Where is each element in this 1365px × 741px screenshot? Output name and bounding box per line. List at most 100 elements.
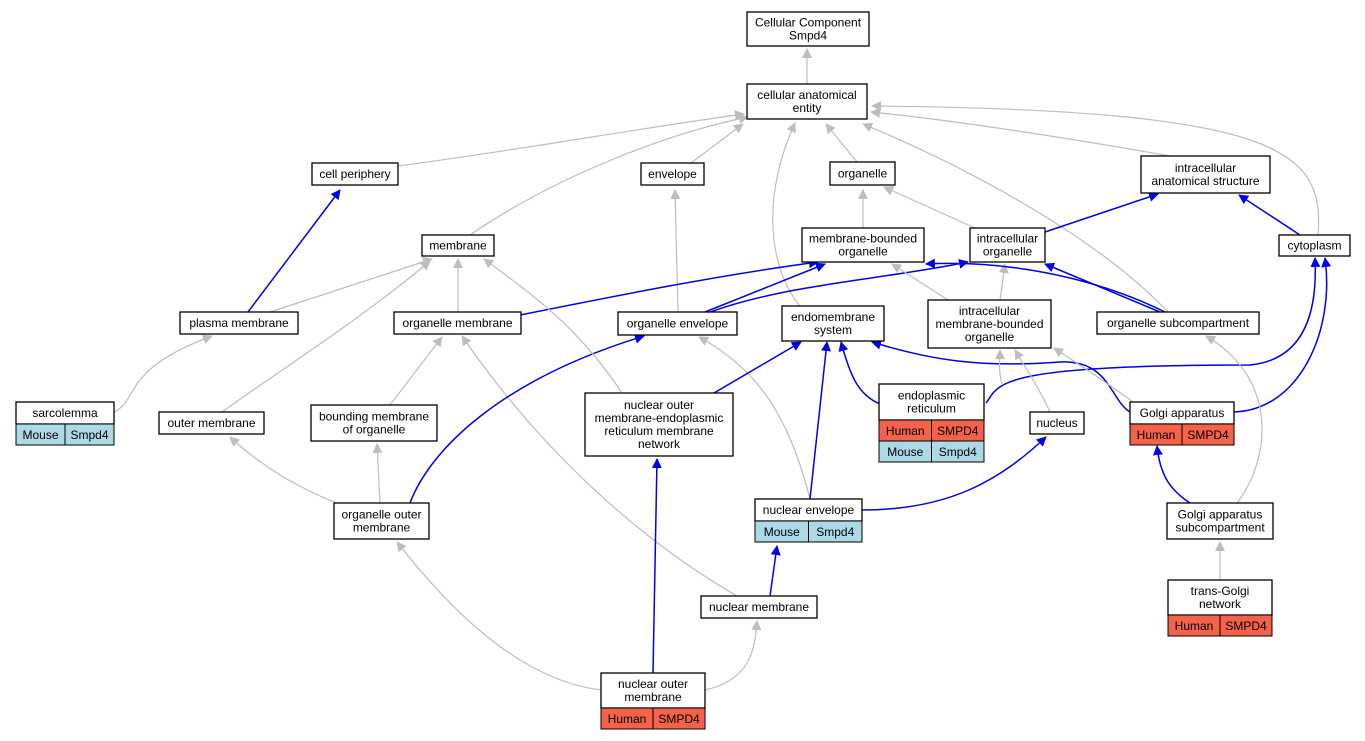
node-box	[617, 311, 738, 336]
node-cp[interactable]: cell periphery	[311, 162, 399, 186]
edge-oe-env	[670, 189, 681, 313]
node-label-line: membrane	[624, 690, 682, 704]
node-box	[179, 311, 299, 335]
edge-osc-mbo	[925, 258, 1166, 313]
gene-label: SMPD4	[1225, 619, 1267, 633]
gene-label: Smpd4	[816, 525, 854, 539]
edge-er-cyto	[985, 257, 1321, 404]
gene-label: SMPD4	[658, 712, 700, 726]
node-cyto[interactable]: cytoplasm	[1278, 234, 1351, 257]
edge-ias-cae	[870, 107, 1171, 157]
node-label-line: network	[638, 437, 681, 451]
node-label-line: organelle outer	[341, 508, 421, 522]
node-box	[746, 11, 870, 47]
node-box	[801, 227, 925, 263]
species-label: Mouse	[22, 428, 58, 442]
node-label-line: nuclear outer	[624, 398, 694, 412]
node-box	[311, 162, 399, 186]
node-osc[interactable]: organelle subcompartment	[1096, 311, 1260, 335]
edge-gas-osc	[1205, 335, 1263, 504]
node-label-line: sarcolemma	[32, 406, 98, 420]
gene-cell	[1219, 614, 1273, 637]
gene-label: Smpd4	[939, 445, 977, 459]
node-box	[1029, 411, 1085, 435]
species-label: Human	[608, 712, 647, 726]
node-label-line: entity	[793, 101, 822, 115]
node-box	[1140, 155, 1271, 194]
edge-ems-cae	[772, 122, 801, 307]
edge-golgi-imbo	[1053, 347, 1134, 403]
edge-oom-outm	[229, 436, 346, 507]
node-label-line: nucleus	[1036, 416, 1077, 430]
node-label-line: endoplasmic	[898, 389, 965, 403]
species-label: Mouse	[887, 445, 923, 459]
node-box	[584, 392, 734, 457]
node-label-line: cellular anatomical	[757, 88, 856, 102]
edge-imbo-io	[998, 263, 1009, 301]
edge-er-ems	[838, 341, 881, 405]
node-org[interactable]: organelle	[829, 161, 896, 186]
node-label-line: intracellular	[1175, 161, 1236, 175]
edge-nom-noer	[651, 458, 662, 674]
edge-oe-mbo	[704, 262, 826, 313]
gene-cell	[931, 440, 985, 463]
node-label-line: trans-Golgi	[1191, 584, 1250, 598]
edge-cp-cae	[397, 110, 745, 167]
node-box	[310, 404, 438, 442]
node-oe[interactable]: organelle envelope	[617, 311, 738, 336]
node-mem[interactable]: membrane	[421, 234, 495, 257]
gene-cell	[1181, 423, 1235, 446]
node-label-line: organelle	[838, 167, 888, 181]
node-label-line: membrane	[353, 521, 411, 535]
node-label-line: anatomical structure	[1151, 174, 1259, 188]
edge-env-cae	[690, 123, 744, 164]
node-box	[700, 595, 818, 619]
edge-ne-ems	[809, 341, 832, 500]
node-label-line: membrane-endoplasmic	[595, 411, 724, 425]
node-label-line: network	[1199, 597, 1242, 611]
edge-oom-bmo	[372, 443, 383, 504]
gene-cell	[64, 423, 115, 446]
node-label-line: system	[814, 323, 852, 337]
node-nuc[interactable]: nucleus	[1029, 411, 1085, 435]
edge-imbo-mbo	[891, 263, 949, 301]
node-label-line: organelle subcompartment	[1107, 316, 1250, 330]
node-env[interactable]: envelope	[640, 162, 705, 186]
node-box	[158, 411, 265, 435]
node-pm[interactable]: plasma membrane	[179, 311, 299, 335]
node-om[interactable]: organelle membrane	[393, 311, 522, 335]
node-outm[interactable]: outer membrane	[158, 411, 265, 435]
node-nm[interactable]: nuclear membrane	[700, 595, 818, 619]
node-label-line: intracellular	[959, 304, 1020, 318]
node-box	[640, 162, 705, 186]
edge-er-imbo	[994, 349, 1005, 385]
edge-pm-mem	[269, 257, 433, 313]
node-noer[interactable]: nuclear outermembrane-endoplasmicreticul…	[584, 392, 734, 457]
edge-nm-om	[461, 335, 738, 597]
edge-nom-nm	[704, 620, 762, 691]
node-label-line: cell periphery	[319, 167, 390, 181]
gene-label: Smpd4	[70, 428, 108, 442]
edge-pm-cp	[247, 189, 341, 313]
node-label-line: nuclear envelope	[763, 503, 855, 517]
edge-oom-oe	[409, 333, 645, 504]
node-label-line: Golgi apparatus	[1140, 406, 1225, 420]
node-label-line: Golgi apparatus	[1178, 508, 1263, 522]
